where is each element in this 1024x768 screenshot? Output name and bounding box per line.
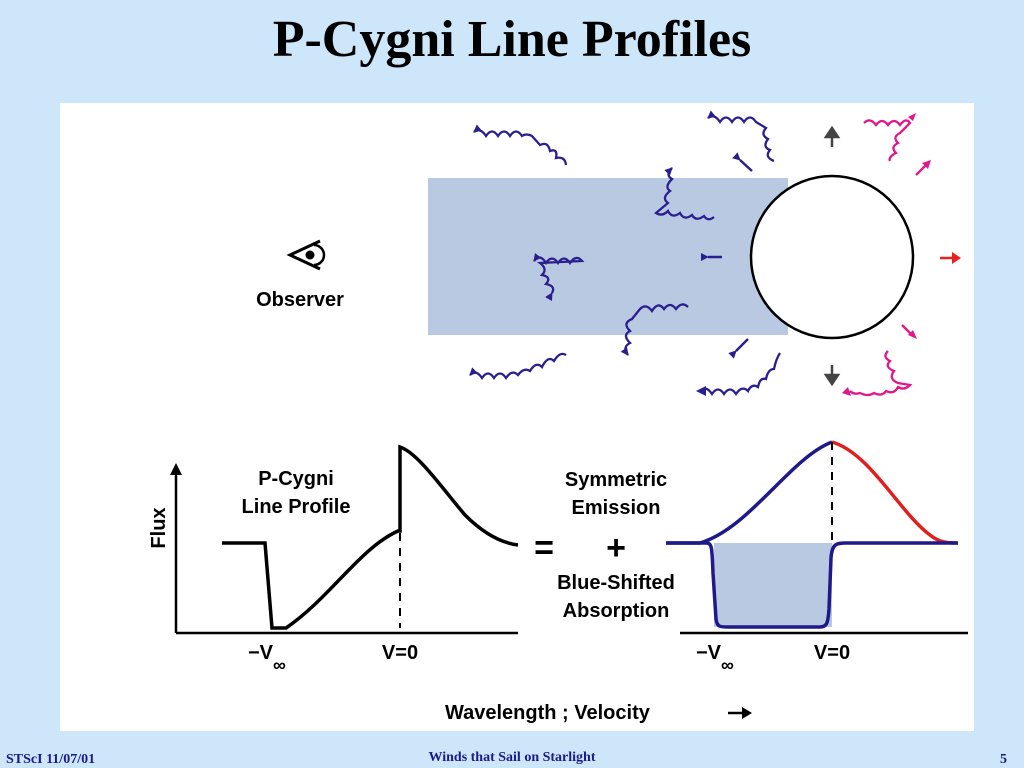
flux-label: Flux — [148, 507, 170, 548]
absorption-column — [428, 178, 788, 335]
pcygni-label-line2: Line Profile — [242, 496, 351, 518]
photon-upper-right — [863, 119, 912, 162]
magenta-wind-photons — [849, 119, 927, 397]
photon-upper-mid — [707, 110, 775, 163]
photon-lower-left — [469, 352, 567, 381]
symmetric-label-line1: Symmetric — [565, 469, 667, 491]
plus-sign: + — [606, 529, 626, 567]
pcygni-v0-label: V=0 — [382, 642, 418, 664]
footer-center: Winds that Sail on Starlight — [428, 750, 596, 765]
photon-upper-left-1 — [473, 124, 568, 166]
pcygni-label-line1: P-Cygni — [258, 468, 334, 490]
pcygni-axes — [174, 473, 518, 635]
photon-lower-right — [849, 350, 913, 397]
red-arrow-right — [940, 252, 961, 264]
page-number: 5 — [1000, 752, 1007, 767]
equals-sign: = — [534, 529, 554, 567]
pcygni-curve — [222, 444, 519, 630]
pcygni-vinf-label: −V — [248, 642, 274, 664]
component-v0-label: V=0 — [814, 642, 850, 664]
absorption-fill — [714, 543, 832, 627]
wavelength-arrow-icon — [728, 707, 752, 719]
photon-lower-mid — [699, 352, 781, 397]
photon-column-bottom — [620, 303, 689, 356]
observer-label: Observer — [256, 289, 344, 311]
observer-eye-icon — [286, 239, 326, 271]
symmetric-label-line2: Emission — [572, 497, 661, 519]
gray-arrows — [823, 125, 841, 387]
diagram-panel: Observer — [60, 103, 974, 731]
emission-curve-red — [831, 440, 959, 545]
component-vinf-label: −V — [696, 642, 722, 664]
star-disk — [749, 174, 915, 340]
photon-column-left — [533, 253, 585, 302]
emission-curve-blue — [666, 440, 833, 545]
pcygni-vinf-subscript: ∞ — [273, 655, 286, 675]
blueshift-label-line1: Blue-Shifted — [557, 572, 675, 594]
absorption-curve — [666, 541, 958, 629]
blueshift-label-line2: Absorption — [563, 600, 670, 622]
blue-arrows — [701, 152, 753, 359]
wavelength-label: Wavelength ; Velocity — [445, 702, 651, 724]
photon-column-top — [654, 167, 715, 221]
pcygni-diagram: Observer — [148, 110, 968, 724]
arrow-upper-left-star — [732, 152, 753, 172]
flux-axis-arrow-icon — [170, 463, 182, 475]
footer-left: STScI 11/07/01 — [6, 752, 96, 767]
component-vinf-subscript: ∞ — [721, 655, 734, 675]
arrow-lower-left-star — [728, 338, 749, 359]
blue-wind-photons — [469, 110, 781, 397]
slide-title: P-Cygni Line Profiles — [272, 11, 752, 68]
